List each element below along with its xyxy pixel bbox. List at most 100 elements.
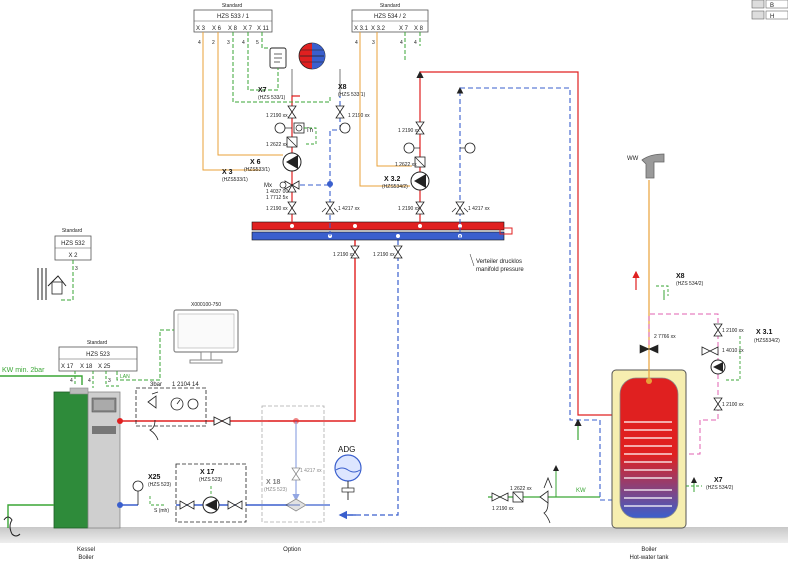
part-number: 1 4217 xx xyxy=(300,468,322,474)
terminal-label: X 7 xyxy=(399,26,409,32)
terminal-label: X 6 xyxy=(212,26,222,32)
x31-right-label: X 3.1 xyxy=(756,329,772,336)
x3-sub-label: (HZS533/1) xyxy=(222,177,248,183)
part-number: 1 2622 xx xyxy=(510,486,532,492)
terminal-label: X 17 xyxy=(61,364,74,370)
x32-sub-label: (HZS534/2) xyxy=(382,184,408,190)
x25-sensor: X25 (HZS 523) S (mh) xyxy=(132,474,171,514)
manifold-valve-flow: 1 2190 xx xyxy=(333,245,360,259)
x17-sub-label: (HZS 523) xyxy=(199,477,222,483)
adg-label: ADG xyxy=(338,445,355,454)
hc2-wire-numbers: 4 3 4 4 xyxy=(355,40,417,46)
x8-right-label: X8 xyxy=(676,273,685,280)
controller-hzs-523: Standard HZS 523 X 17 X 18 X 25 xyxy=(58,340,138,372)
return-riser xyxy=(340,240,399,516)
wire-number: 3 xyxy=(227,40,230,46)
hc1-wire-th xyxy=(304,127,317,145)
hc1-wire-x11 xyxy=(261,32,270,49)
wire-number: 4 xyxy=(242,40,245,46)
terminal-label: X 8 xyxy=(414,26,424,32)
controller-name: HZS 534 / 2 xyxy=(374,14,407,20)
kw-label: KW xyxy=(576,488,586,494)
legend-button-h-label: H xyxy=(770,14,774,20)
mixer-label: Mx xyxy=(264,183,272,189)
x6-sub-label: (HZS533/1) xyxy=(244,167,270,173)
part-number: 1 2190 xx xyxy=(398,128,420,134)
terminal-label: X 18 xyxy=(80,364,93,370)
legend-buttons: B H xyxy=(751,0,788,20)
x7-right-label: X7 xyxy=(714,477,723,484)
heating-circuit-icon xyxy=(298,42,326,70)
safety-group: 3bar 1 2104 14 xyxy=(135,382,207,441)
kw-min-label: KW min. 2bar xyxy=(2,367,45,374)
controller-brand: Standard xyxy=(380,3,401,9)
circulation-components: 2 7766 xx 1 2100 xx 1 4010 xx 1 2100 xx xyxy=(639,323,744,411)
wire-number: 4 xyxy=(70,378,73,384)
hc1-wire-x6 xyxy=(217,32,283,156)
hc1-wire-x8 xyxy=(232,32,331,103)
controller-hzs-532: Standard HZS 532 X 2 xyxy=(54,228,92,261)
hc1-wire-x7 xyxy=(247,32,279,91)
part-number: 1 7712 5x xyxy=(266,195,288,201)
dhw-flow xyxy=(420,71,612,416)
wire-number: 4 xyxy=(355,40,358,46)
wire-number: 3 xyxy=(75,266,78,272)
flow-valve xyxy=(213,416,231,426)
manifold-label-de: Verteiler drucklos xyxy=(476,259,522,265)
controller-hzs-533-1: Standard HZS 533 / 1 X 3 X 6 X 8 X 7 X 1… xyxy=(193,3,273,33)
thermostat-label: Th xyxy=(306,128,313,134)
outdoor-sensor xyxy=(37,268,67,300)
part-number: 1 2190 xx xyxy=(266,113,288,119)
terminal-label: X 11 xyxy=(257,26,270,32)
part-number: 1 2190 xx xyxy=(492,506,514,512)
option-label: Option xyxy=(283,547,301,553)
boiler-label-en: Boiler xyxy=(78,555,93,561)
floor xyxy=(0,527,788,543)
part-number: 1 4010 xx xyxy=(722,348,744,354)
tank-label-de: Boiler xyxy=(641,547,656,553)
ww-label: WW xyxy=(627,156,639,162)
wire-number: 4 xyxy=(198,40,201,46)
terminal-label: X 3.2 xyxy=(371,26,386,32)
dhw-return xyxy=(460,87,612,501)
wire-number: 5 xyxy=(256,40,259,46)
manifold-label-en: manifold pressure xyxy=(476,267,524,273)
x8-top-sub-label: (HZS 533/1) xyxy=(338,92,366,98)
part-number: 1 2100 xx xyxy=(722,402,744,408)
wire-number: 4 xyxy=(88,378,91,384)
terminal-label: X 25 xyxy=(98,364,111,370)
terminal-label: X 2 xyxy=(68,253,78,259)
controller-brand: Standard xyxy=(62,228,83,234)
sensor-wire xyxy=(60,260,74,301)
terminal-label: X 3.1 xyxy=(354,26,369,32)
part-number: 1 2190 xx xyxy=(398,206,420,212)
part-number: 1 4217 xx xyxy=(338,206,360,212)
part-number: 1 2190 xx xyxy=(348,113,370,119)
legend-button-b-label: B xyxy=(770,3,774,9)
x7-top-label: X7 xyxy=(258,87,267,94)
part-number: 1 2100 xx xyxy=(722,328,744,334)
controller-brand: Standard xyxy=(87,340,108,346)
part-number: 1 2622 xx xyxy=(395,162,417,168)
terminal-label: X 3 xyxy=(196,26,206,32)
x32-label: X 3.2 xyxy=(384,176,400,183)
wire-number: 4 xyxy=(414,40,417,46)
controller-hzs-534-2: Standard HZS 534 / 2 X 3.1 X 3.2 X 7 X 8 xyxy=(351,3,429,33)
x7-right-sub-label: (HZS 534/2) xyxy=(706,485,734,491)
drain-trap-left xyxy=(3,516,21,537)
x18-sub-label: (HZS 523) xyxy=(264,487,287,493)
x31-right-sub-label: (HZS534/2) xyxy=(754,338,780,344)
x3-label: X 3 xyxy=(222,169,233,176)
wire-number: 3 xyxy=(108,378,111,384)
x25-label: X25 xyxy=(148,474,161,481)
hc1-wire-x3 xyxy=(202,32,260,171)
x18-label: X 18 xyxy=(266,479,281,486)
part-number: 2 7766 xx xyxy=(654,334,676,340)
x17-pump-group: X 17 (HZS 523) xyxy=(175,463,247,523)
safety-pressure-label: 3bar xyxy=(150,382,162,388)
hc1-components: 1 2190 xx 1 2190 xx Th 1 2622 xx Mx 1 40… xyxy=(264,105,370,215)
manifold-valve-return: 1 2190 xx xyxy=(373,245,403,259)
controller-name: HZS 533 / 1 xyxy=(217,14,250,20)
terminal-label: X 8 xyxy=(228,26,238,32)
